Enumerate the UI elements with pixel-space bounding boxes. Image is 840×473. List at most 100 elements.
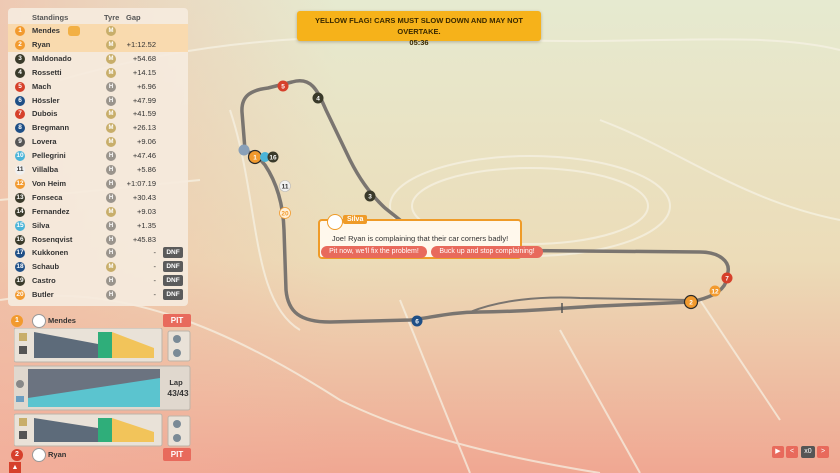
svg-text:3: 3 bbox=[368, 194, 372, 201]
driver-name: Ryan bbox=[32, 39, 51, 49]
driver-name: Butler bbox=[32, 290, 54, 300]
position-badge: 19 bbox=[15, 276, 25, 287]
flag-message: YELLOW FLAG! CARS MUST SLOW DOWN AND MAY… bbox=[314, 16, 524, 36]
driver-name: Silva bbox=[32, 220, 50, 230]
position-badge: 14 bbox=[15, 206, 25, 217]
gap-value: +5.86 bbox=[137, 165, 156, 174]
standings-title: Standings bbox=[32, 13, 69, 22]
buck-up-option[interactable]: Buck up and stop complaining! bbox=[431, 246, 543, 258]
position-badge: 15 bbox=[15, 220, 25, 231]
position-badge: 16 bbox=[15, 234, 25, 245]
gap-value: +47.46 bbox=[132, 151, 156, 161]
car-marker-3 bbox=[364, 190, 376, 202]
car-marker-20 bbox=[279, 207, 291, 219]
radio-speaker: Silva bbox=[343, 215, 368, 224]
dnf-badge: DNF bbox=[163, 261, 183, 273]
dnf-badge: DNF bbox=[163, 275, 183, 287]
yellow-flag-banner: YELLOW FLAG! CARS MUST SLOW DOWN AND MAY… bbox=[297, 11, 541, 47]
position-badge: 11 bbox=[15, 165, 25, 175]
gap-value: +1.35 bbox=[137, 220, 156, 230]
driver-name: Rossetti bbox=[32, 67, 62, 77]
car-marker-11 bbox=[279, 180, 291, 192]
tyre-icon: H bbox=[106, 290, 116, 301]
car-marker-5 bbox=[277, 80, 289, 92]
tyre-icon: H bbox=[106, 151, 116, 162]
position-badge: 2 bbox=[15, 39, 25, 50]
gap-value: +47.99 bbox=[132, 95, 156, 105]
position-badge: 1 bbox=[15, 26, 25, 36]
position-badge: 4 bbox=[15, 67, 25, 78]
driver1-header: 1 Mendes PIT bbox=[8, 314, 191, 328]
tyre-icon: H bbox=[106, 192, 116, 203]
tyre-icon: M bbox=[106, 109, 116, 120]
gap-value: +30.43 bbox=[132, 192, 156, 202]
svg-text:2: 2 bbox=[689, 300, 693, 307]
driver1-pit-button[interactable]: PIT bbox=[163, 314, 191, 327]
driver-name: Villalba bbox=[32, 165, 59, 174]
play-button[interactable]: ▶ bbox=[772, 446, 784, 458]
driver1-avatar-icon bbox=[32, 314, 46, 328]
driver1-position: 1 bbox=[11, 315, 23, 327]
driver-name: Maldonado bbox=[32, 53, 72, 63]
driver-name: Fernandez bbox=[32, 206, 70, 216]
driver2-pit-button[interactable]: PIT bbox=[163, 448, 191, 461]
tyre-icon: M bbox=[106, 67, 116, 78]
driver-name: Mach bbox=[32, 81, 52, 91]
gap-value: - bbox=[153, 276, 157, 286]
driver2-position: 2 bbox=[11, 449, 23, 461]
expand-arrow-icon[interactable]: ▲ bbox=[9, 462, 21, 473]
position-badge: 5 bbox=[15, 81, 25, 92]
car-marker-6 bbox=[411, 315, 423, 327]
gap-value: +26.13 bbox=[132, 123, 156, 133]
svg-text:16: 16 bbox=[269, 155, 277, 162]
gap-value: - bbox=[153, 262, 157, 272]
lap-counter: 43/43 bbox=[167, 388, 189, 398]
position-badge: 12 bbox=[15, 178, 25, 189]
svg-text:5: 5 bbox=[281, 84, 285, 91]
driver-name: Kukkonen bbox=[32, 248, 69, 258]
position-badge: 13 bbox=[15, 192, 25, 203]
pit-now-option[interactable]: Pit now, we'll fix the problem! bbox=[321, 246, 427, 258]
standings-header: Standings Tyre Gap bbox=[8, 10, 188, 24]
slower-button[interactable]: < bbox=[786, 446, 798, 458]
svg-text:7: 7 bbox=[725, 276, 729, 283]
tyre-icon: M bbox=[106, 53, 116, 64]
driver-name: Mendes bbox=[32, 26, 60, 35]
gap-value: +41.59 bbox=[132, 109, 156, 119]
car-marker-2 bbox=[683, 294, 699, 310]
position-badge: 6 bbox=[15, 95, 25, 106]
gap-value: +6.96 bbox=[137, 81, 156, 91]
tyre-icon: H bbox=[106, 234, 116, 245]
driver2-name: Ryan bbox=[48, 450, 67, 459]
car-marker-17 bbox=[238, 144, 250, 156]
gap-value: +9.06 bbox=[137, 137, 156, 147]
position-badge: 7 bbox=[15, 109, 25, 120]
driver-strategy-graphs: Lap bbox=[14, 328, 191, 447]
faster-button[interactable]: > bbox=[817, 446, 829, 458]
driver-name: Pellegrini bbox=[32, 151, 66, 161]
tyre-icon: H bbox=[106, 95, 116, 106]
driver-name: Lovera bbox=[32, 137, 57, 147]
car-marker-4 bbox=[312, 92, 324, 104]
